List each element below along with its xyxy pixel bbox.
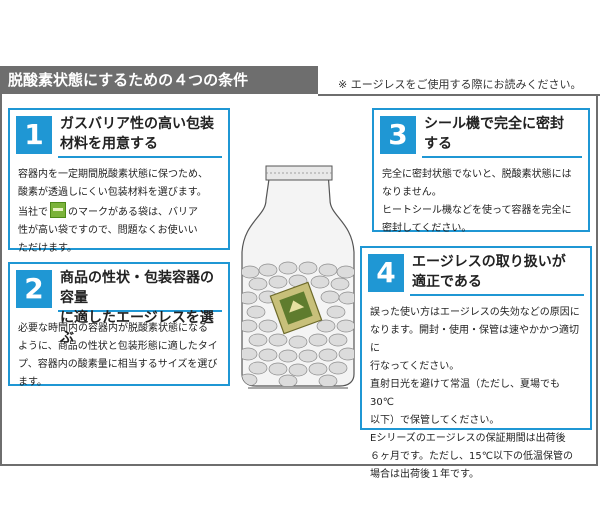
body-line: 完全に密封状態でないと、脱酸素状態には bbox=[382, 169, 572, 180]
body-line: 必要な時間内の容器内が脱酸素状態になる bbox=[18, 323, 208, 334]
body-line: 性が高い袋ですので、問題なくお使いい bbox=[18, 225, 198, 236]
condition-number: 1 bbox=[16, 116, 52, 154]
body-line: プ、容器内の酸素量に相当するサイズを選び bbox=[18, 359, 218, 370]
condition-title-line: 適正である bbox=[412, 274, 482, 290]
condition-body: 完全に密封状態でないと、脱酸素状態には なりません。 ヒートシール機などを使って… bbox=[374, 160, 588, 238]
body-line: 行なってください。 bbox=[370, 361, 460, 372]
condition-title-line: ガスバリア性の高い包装 bbox=[60, 116, 214, 132]
body-line: 密封してください。 bbox=[382, 223, 472, 234]
body-line: 酸素が透過しにくい包装材料を選びます。 bbox=[18, 187, 207, 198]
condition-title-line: 材料を用意する bbox=[60, 136, 158, 152]
body-line: 誤った使い方はエージレスの失効などの原因に bbox=[370, 307, 580, 318]
condition-number: 4 bbox=[368, 254, 404, 292]
condition-title: シール機で完全に密封 する bbox=[422, 114, 582, 158]
frame-top-line bbox=[318, 94, 600, 96]
body-line: Eシリーズのエージレスの保証期間は出荷後 bbox=[370, 433, 566, 444]
body-line: ただけます。 bbox=[18, 243, 77, 254]
body-line: 場合は出荷後１年です。 bbox=[370, 469, 479, 480]
barrier-bag-mark-icon bbox=[50, 202, 66, 218]
condition-body: 必要な時間内の容器内が脱酸素状態になる ように、商品の性状と包装形態に適したタイ… bbox=[10, 314, 228, 392]
body-line: ヒートシール機などを使って容器を完全に bbox=[382, 205, 572, 216]
condition-number: 3 bbox=[380, 116, 416, 154]
condition-body: 容器内を一定期間脱酸素状態に保つため、 酸素が透過しにくい包装材料を選びます。 … bbox=[10, 160, 228, 258]
condition-2-box: 2 商品の性状・包装容器の容量 に適したエージレスを選ぶ 必要な時間内の容器内が… bbox=[8, 262, 230, 388]
body-line: 容器内を一定期間脱酸素状態に保つため、 bbox=[18, 169, 208, 180]
condition-title-line: シール機で完全に密封 bbox=[424, 116, 564, 132]
condition-body: 誤った使い方はエージレスの失効などの原因に なります。開封・使用・保管は速やかか… bbox=[362, 298, 590, 484]
condition-title: 商品の性状・包装容器の容量 に適したエージレスを選ぶ bbox=[58, 268, 222, 346]
body-line: ６ヶ月です。ただし、15℃以下の低温保管の bbox=[370, 451, 573, 462]
condition-title: エージレスの取り扱いが 適正である bbox=[410, 252, 584, 296]
condition-4-box: 4 エージレスの取り扱いが 適正である 誤った使い方はエージレスの失効などの原因… bbox=[360, 246, 592, 480]
usage-note: ※ エージレスをご使用する際にお読みください。 bbox=[338, 78, 582, 91]
sealed-bag-icon bbox=[241, 165, 355, 389]
condition-title-line: エージレスの取り扱いが bbox=[412, 254, 566, 270]
condition-3-box: 3 シール機で完全に密封 する 完全に密封状態でないと、脱酸素状態には なりませ… bbox=[372, 108, 590, 234]
oxygen-absorber-sachet-icon bbox=[269, 281, 323, 335]
condition-number: 2 bbox=[16, 270, 52, 308]
condition-1-box: 1 ガスバリア性の高い包装 材料を用意する 容器内を一定期間脱酸素状態に保つため… bbox=[8, 108, 230, 254]
condition-title: ガスバリア性の高い包装 材料を用意する bbox=[58, 114, 222, 158]
body-line: なりません。 bbox=[382, 187, 442, 198]
body-line: なります。開封・使用・保管は速やかかつ適切に bbox=[370, 325, 579, 354]
page-title: 脱酸素状態にするための４つの条件 bbox=[0, 66, 318, 94]
body-line-with-mark: 当社でのマークがある袋は、バリア bbox=[18, 202, 220, 222]
content-frame bbox=[0, 94, 598, 466]
body-line: 直射日光を避けて常温（ただし、夏場でも30℃ bbox=[370, 379, 560, 408]
body-line: 以下）で保管してください。 bbox=[370, 415, 500, 426]
condition-title-line: 商品の性状・包装容器の容量 bbox=[60, 270, 214, 306]
condition-title-line: に適したエージレスを選ぶ bbox=[60, 310, 214, 346]
body-line: ます。 bbox=[18, 377, 47, 388]
sealed-bag-illustration bbox=[236, 160, 360, 390]
condition-title-line: する bbox=[424, 136, 452, 152]
body-line: ように、商品の性状と包装形態に適したタイ bbox=[18, 341, 218, 352]
